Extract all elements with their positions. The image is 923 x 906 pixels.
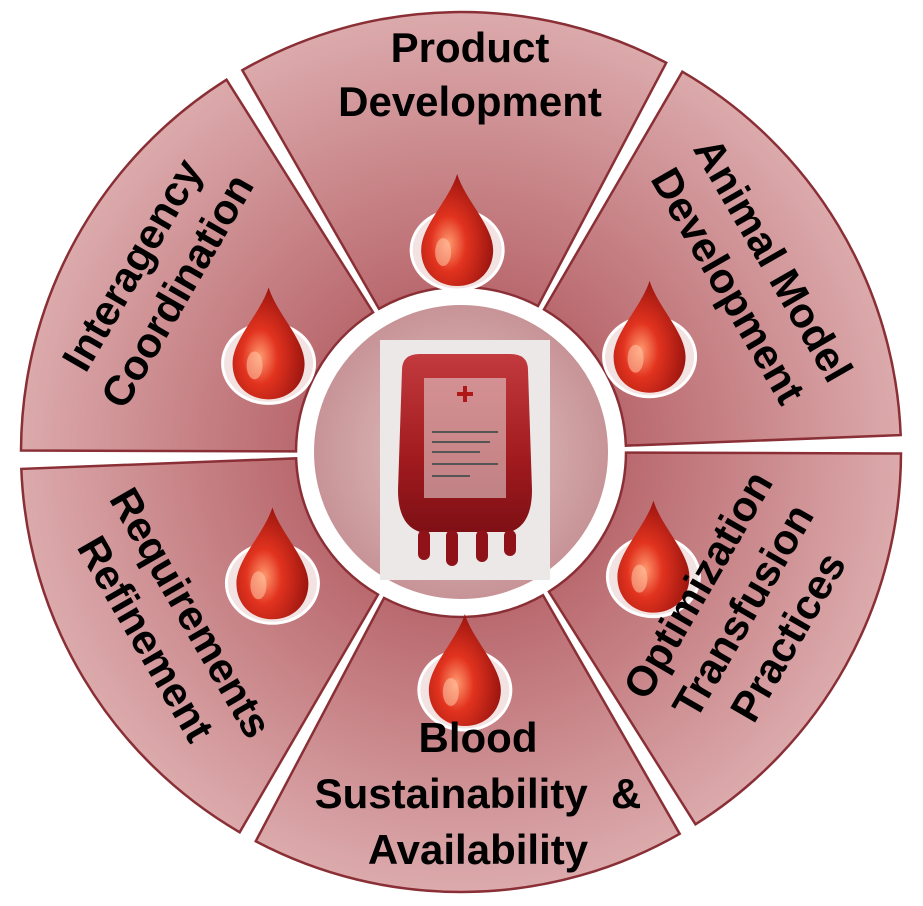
segment-label-blood-sustainability-availability: Blood Sustainability & Availability <box>315 714 642 873</box>
blood-drop-icon <box>221 287 317 405</box>
blood-drop-icon <box>417 613 513 732</box>
label-line: Availability <box>368 826 589 873</box>
svg-text:Development: Development <box>338 78 602 125</box>
drop-highlight <box>442 677 459 706</box>
drop-highlight <box>435 238 452 267</box>
segment-label-product-development: Product Development <box>338 24 602 125</box>
svg-text:Product: Product <box>391 24 550 71</box>
label-line: Development <box>338 78 602 125</box>
blood-drop-icon <box>602 280 698 399</box>
drop-highlight <box>250 571 267 600</box>
blood-drop-icon <box>409 174 505 292</box>
drop-highlight <box>627 344 644 373</box>
drops-layer <box>221 174 701 732</box>
svg-text:Blood: Blood <box>419 714 538 761</box>
wheel-segment-product-development <box>240 10 668 311</box>
blood-bag-icon <box>380 340 550 580</box>
wheel-segment-blood-sustainability-availability <box>254 593 682 894</box>
svg-text:Sustainability &: Sustainability & <box>315 770 642 817</box>
label-line: Product <box>391 24 550 71</box>
blood-drop-icon <box>224 507 320 625</box>
svg-text:Availability: Availability <box>368 826 589 873</box>
blood-drop-icon <box>605 500 701 619</box>
drop-highlight <box>246 351 263 380</box>
drop-highlight <box>631 564 648 593</box>
label-line: Blood <box>419 714 538 761</box>
label-line: Sustainability & <box>315 770 642 817</box>
